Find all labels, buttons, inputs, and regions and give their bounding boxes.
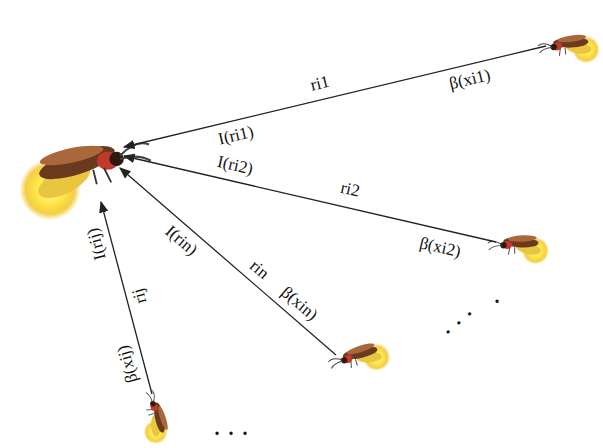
line-label: rij xyxy=(129,284,152,307)
line-label: I(rin) xyxy=(160,221,202,261)
line-label: I(rij) xyxy=(83,224,110,264)
line-label: I(ri1) xyxy=(214,122,257,149)
line-label: β(xij) xyxy=(114,341,143,386)
line-label: ri2 xyxy=(337,178,363,201)
ellipsis-dots: . . . xyxy=(213,417,252,439)
line-label: β(xin) xyxy=(276,282,323,326)
line-label: β(xi1) xyxy=(446,66,495,95)
line-label: β(xi2) xyxy=(416,234,465,262)
line-label: I(ri2) xyxy=(213,152,256,179)
ellipsis-dots: . . . xyxy=(434,297,478,339)
line-label: ri1 xyxy=(307,72,334,95)
ellipsis-dots: . xyxy=(493,285,504,307)
